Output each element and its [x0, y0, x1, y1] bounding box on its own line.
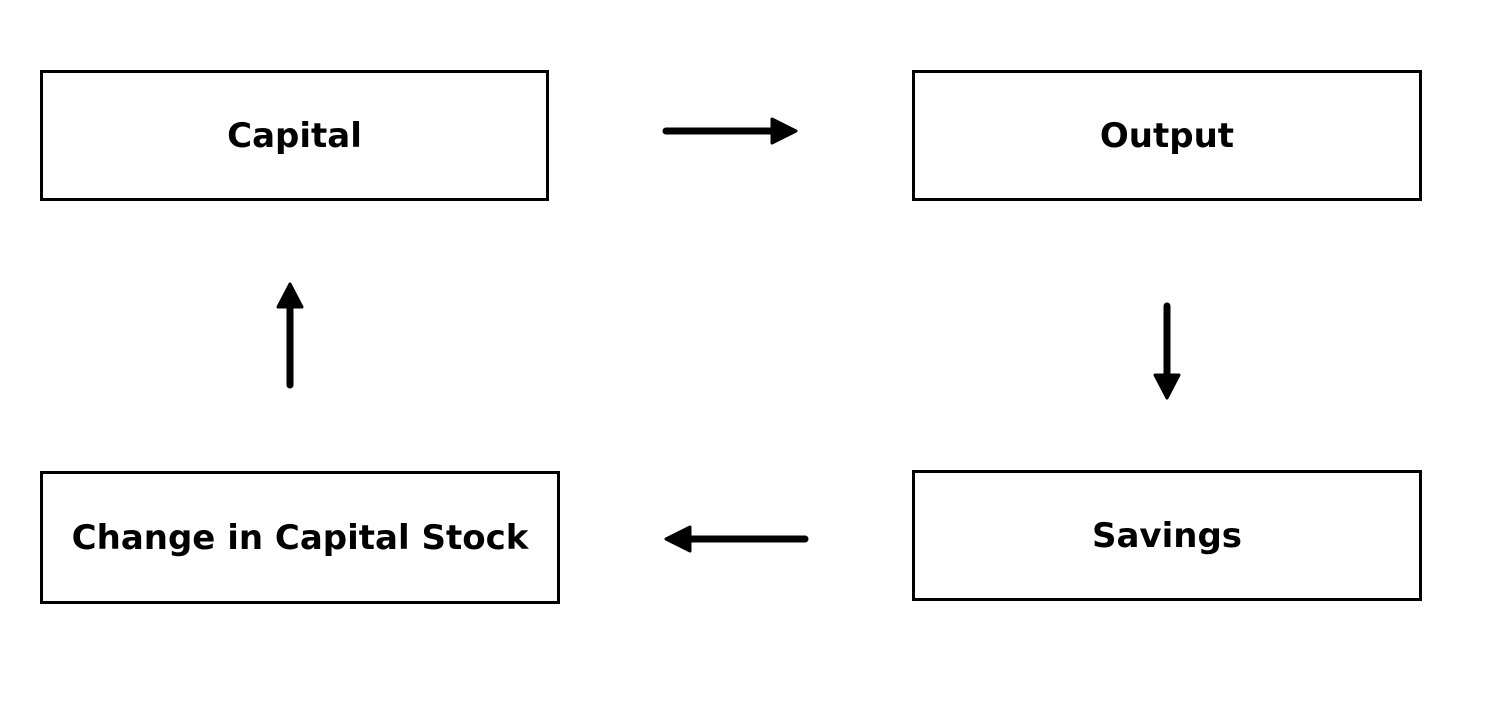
node-capital: Capital [40, 70, 549, 201]
node-savings-label: Savings [1091, 515, 1243, 556]
node-output-label: Output [1099, 115, 1235, 156]
arrow-savings-to-change [664, 525, 809, 553]
arrow-change-to-capital [276, 282, 304, 389]
arrow-output-to-savings [1153, 302, 1181, 400]
node-capital-label: Capital [227, 115, 362, 156]
arrow-capital-to-output [662, 117, 798, 145]
node-output: Output [912, 70, 1422, 201]
node-savings: Savings [912, 470, 1422, 601]
node-change-in-capital-stock: Change in Capital Stock [40, 471, 560, 604]
node-change-label: Change in Capital Stock [71, 517, 529, 558]
